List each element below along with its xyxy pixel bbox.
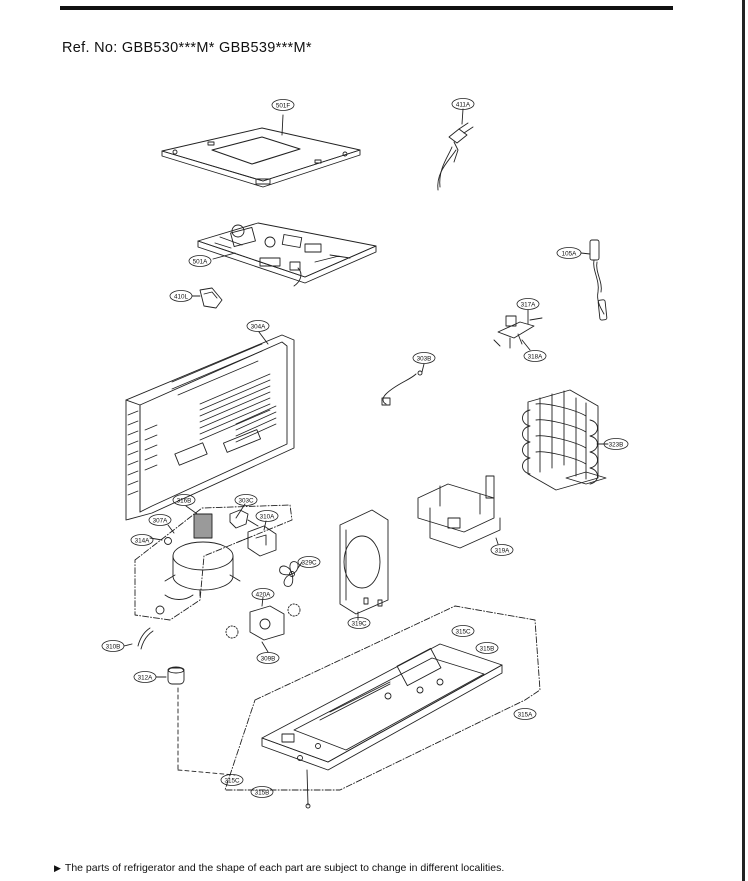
reference-number-title: Ref. No: GBB530***M* GBB539***M*	[62, 40, 312, 56]
part-wire-303B	[381, 363, 425, 406]
footnote: ▶The parts of refrigerator and the shape…	[54, 862, 504, 874]
callout-315C-top: 315C	[455, 628, 471, 635]
part-rear-cover-304A	[125, 331, 295, 521]
part-condenser-323B	[522, 389, 609, 491]
callout-309B: 309B	[261, 655, 276, 662]
callout-501F: 501F	[276, 102, 291, 109]
part-fan-329C	[279, 561, 303, 587]
part-fan-shroud-319C	[339, 509, 389, 621]
callout-323B: 323B	[609, 441, 624, 448]
callout-316B: 316B	[177, 497, 192, 504]
callout-310B: 310B	[106, 643, 121, 650]
callout-411A: 411A	[456, 101, 471, 108]
part-pcb-501A	[197, 222, 377, 287]
callout-410L: 410L	[174, 293, 189, 300]
bullet-arrow-icon: ▶	[54, 863, 61, 873]
callout-314A: 314A	[135, 537, 151, 544]
part-switch-410L	[191, 287, 223, 309]
callout-307A: 307A	[153, 517, 169, 524]
part-cover-501F	[161, 114, 361, 188]
callout-304A: 304A	[251, 323, 267, 330]
callout-315A: 315A	[518, 711, 534, 718]
callout-317A: 317A	[521, 301, 537, 308]
right-border	[742, 0, 745, 881]
part-grommet-312A	[155, 666, 185, 685]
base-group-outline	[224, 605, 541, 791]
part-compressor-assembly	[149, 503, 277, 615]
callout-319A: 319A	[495, 547, 511, 554]
callout-105A: 105A	[562, 250, 578, 257]
callout-303C: 303C	[238, 497, 254, 504]
part-valve-317A-318A	[493, 309, 543, 351]
callout-501A: 501A	[193, 258, 209, 265]
callout-303B: 303B	[417, 355, 432, 362]
callout-312A: 312A	[138, 674, 154, 681]
part-connector-105A	[580, 239, 608, 321]
part-tube-310B	[123, 627, 154, 650]
footnote-text: The parts of refrigerator and the shape …	[64, 862, 505, 874]
callout-315B-bottom: 315B	[255, 789, 270, 796]
callout-ovals	[101, 98, 629, 798]
callout-315B-top: 315B	[480, 645, 495, 652]
compressor-group-outline	[134, 504, 293, 621]
callout-329C: 329C	[301, 559, 317, 566]
part-power-cord-411A	[437, 108, 474, 191]
callout-310A: 310A	[260, 513, 276, 520]
part-fan-motor-420A	[225, 596, 301, 653]
callout-420A: 420A	[256, 591, 272, 598]
callout-319C: 319C	[351, 620, 367, 627]
callout-318A: 318A	[528, 353, 544, 360]
callout-315C-bottom: 315C	[224, 777, 240, 784]
part-bracket-319A	[417, 475, 501, 549]
top-rule	[60, 6, 673, 10]
part-base-plate-315A	[261, 643, 503, 809]
